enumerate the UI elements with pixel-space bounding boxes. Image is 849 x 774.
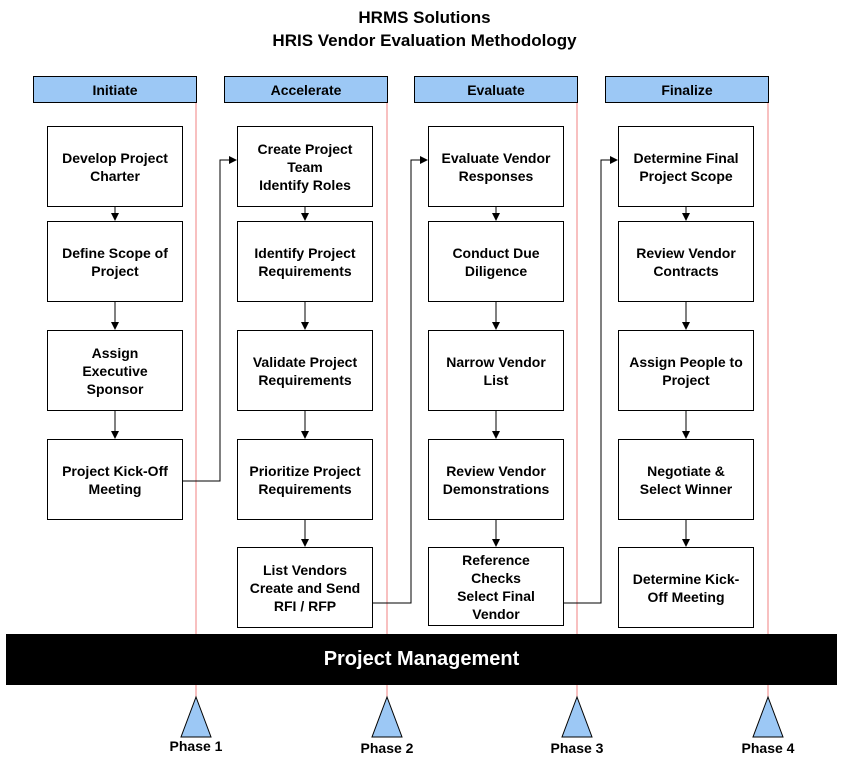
phase-4-triangle-icon <box>752 695 784 738</box>
phase-header-evaluate: Evaluate <box>414 76 578 103</box>
step-box-evaluate-1: Evaluate Vendor Responses <box>428 126 564 207</box>
phase-header-finalize: Finalize <box>605 76 769 103</box>
step-box-accelerate-5: List Vendors Create and Send RFI / RFP <box>237 547 373 628</box>
step-box-evaluate-2: Conduct Due Diligence <box>428 221 564 302</box>
phase-header-accelerate: Accelerate <box>224 76 388 103</box>
step-box-accelerate-1: Create Project Team Identify Roles <box>237 126 373 207</box>
step-box-initiate-1: Develop Project Charter <box>47 126 183 207</box>
step-box-initiate-2: Define Scope of Project <box>47 221 183 302</box>
step-box-finalize-5: Determine Kick- Off Meeting <box>618 547 754 628</box>
phase-2-triangle-icon <box>371 695 403 738</box>
step-box-finalize-1: Determine Final Project Scope <box>618 126 754 207</box>
step-box-finalize-3: Assign People to Project <box>618 330 754 411</box>
project-management-bar: Project Management <box>6 634 837 685</box>
diagram-subtitle: HRIS Vendor Evaluation Methodology <box>272 31 577 50</box>
phase-2-label: Phase 2 <box>360 740 414 756</box>
step-box-accelerate-4: Prioritize Project Requirements <box>237 439 373 520</box>
step-box-accelerate-3: Validate Project Requirements <box>237 330 373 411</box>
phase-1-label: Phase 1 <box>169 738 223 754</box>
step-box-initiate-3: Assign Executive Sponsor <box>47 330 183 411</box>
phase-3-label: Phase 3 <box>550 740 604 756</box>
step-box-accelerate-2: Identify Project Requirements <box>237 221 373 302</box>
connector-evaluate-to-finalize <box>564 156 618 604</box>
step-box-evaluate-4: Review Vendor Demonstrations <box>428 439 564 520</box>
step-box-finalize-2: Review Vendor Contracts <box>618 221 754 302</box>
step-box-evaluate-5: Reference Checks Select Final Vendor <box>428 547 564 626</box>
phase-1-triangle-icon <box>180 695 212 738</box>
step-box-initiate-4: Project Kick-Off Meeting <box>47 439 183 520</box>
step-box-finalize-4: Negotiate & Select Winner <box>618 439 754 520</box>
phase-4-label: Phase 4 <box>741 740 795 756</box>
phase-3-triangle-icon <box>561 695 593 738</box>
connector-accelerate-to-evaluate <box>373 156 428 604</box>
connector-initiate-to-accelerate <box>183 156 237 482</box>
diagram-title: HRMS Solutions <box>358 8 491 27</box>
step-box-evaluate-3: Narrow Vendor List <box>428 330 564 411</box>
phase-header-initiate: Initiate <box>33 76 197 103</box>
